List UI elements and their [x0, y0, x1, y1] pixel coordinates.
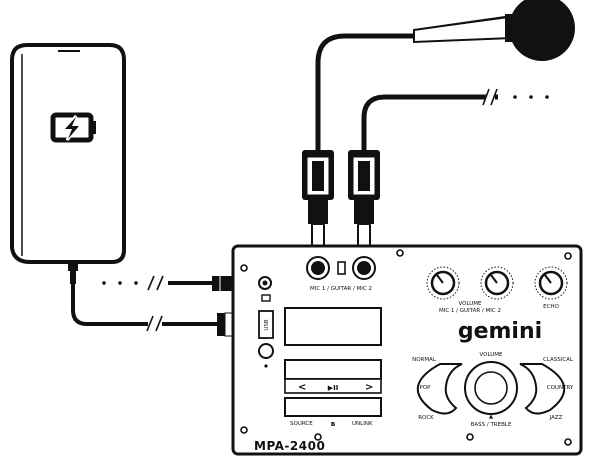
- volume-knob-1[interactable]: [426, 266, 460, 300]
- eq-jazz-label: JAZZ: [549, 415, 563, 421]
- phone-device: [10, 43, 126, 271]
- source-panel: [284, 397, 382, 417]
- card-slot-button[interactable]: [258, 343, 274, 359]
- eq-rock-label: ROCK: [418, 415, 434, 421]
- screw-icon: [396, 249, 404, 257]
- eq-pop-label: POP: [420, 385, 432, 391]
- eq-normal-label: NORMAL: [412, 357, 437, 363]
- transport-panel: [284, 359, 382, 380]
- bass-treble-label: BASS / TREBLE: [471, 422, 512, 428]
- eq-classical-label: CLASSICAL: [543, 357, 574, 363]
- mic-input-indicator: [337, 261, 346, 275]
- bluetooth-icon: ʙ: [331, 420, 336, 428]
- play-pause-button[interactable]: ▶II: [328, 384, 339, 392]
- microphone: [413, 0, 575, 61]
- eq-country-label: COUNTRY: [547, 385, 574, 391]
- screw-icon: [564, 252, 572, 260]
- usb-port[interactable]: USB: [258, 310, 274, 339]
- screw-icon: [564, 438, 572, 446]
- mic-cable-1: [315, 33, 414, 150]
- usb-label: USB: [264, 319, 270, 331]
- mic-plug-2: [348, 150, 380, 258]
- model-label: MPA-2400: [254, 439, 325, 453]
- source-button[interactable]: SOURCE: [290, 421, 313, 427]
- mic-input-label: MIC 1 / GUITAR / MIC 2: [310, 286, 372, 292]
- master-volume-label: VOLUME: [479, 352, 503, 358]
- unlink-button[interactable]: UNLINK: [352, 421, 373, 427]
- display-screen: [284, 307, 382, 346]
- eq-left-arc-button[interactable]: [416, 363, 463, 415]
- volume-knob-2[interactable]: [480, 266, 514, 300]
- brand-logo: gemini: [458, 319, 542, 344]
- transport-button-row: [284, 378, 382, 394]
- phone-usb-port: [68, 262, 78, 271]
- mic-plug-1: [302, 150, 334, 258]
- phone-charge-cable: [70, 270, 218, 332]
- battery-charging-icon: [50, 112, 96, 143]
- screw-icon: [314, 433, 322, 441]
- aux-indicator: [261, 294, 271, 302]
- echo-knob[interactable]: [534, 266, 568, 300]
- knob-group-label: MIC 1 / GUITAR / MIC 2: [439, 308, 501, 314]
- screw-icon: [466, 433, 474, 441]
- echo-knob-label: ECHO: [543, 304, 559, 310]
- mic-input-jack-1[interactable]: [306, 256, 330, 280]
- mic-input-jack-2[interactable]: [352, 256, 376, 280]
- prev-button[interactable]: <: [298, 382, 306, 393]
- volume-knob-label: VOLUME: [458, 301, 482, 307]
- screw-icon: [240, 264, 248, 272]
- screw-icon: [240, 426, 248, 434]
- instrument-cable: [361, 88, 549, 150]
- aux-dotted-line: [102, 281, 138, 285]
- triangle-icon: ▲: [489, 414, 494, 420]
- card-indicator-dot: [264, 364, 268, 368]
- amplifier-panel: MIC 1 / GUITAR / MIC 2 USB < ▶II > SOURC…: [231, 244, 583, 456]
- eq-right-arc-button[interactable]: [519, 363, 566, 415]
- master-volume-dial[interactable]: [464, 361, 518, 415]
- aux-input-jack[interactable]: [258, 276, 272, 290]
- next-button[interactable]: >: [365, 382, 373, 393]
